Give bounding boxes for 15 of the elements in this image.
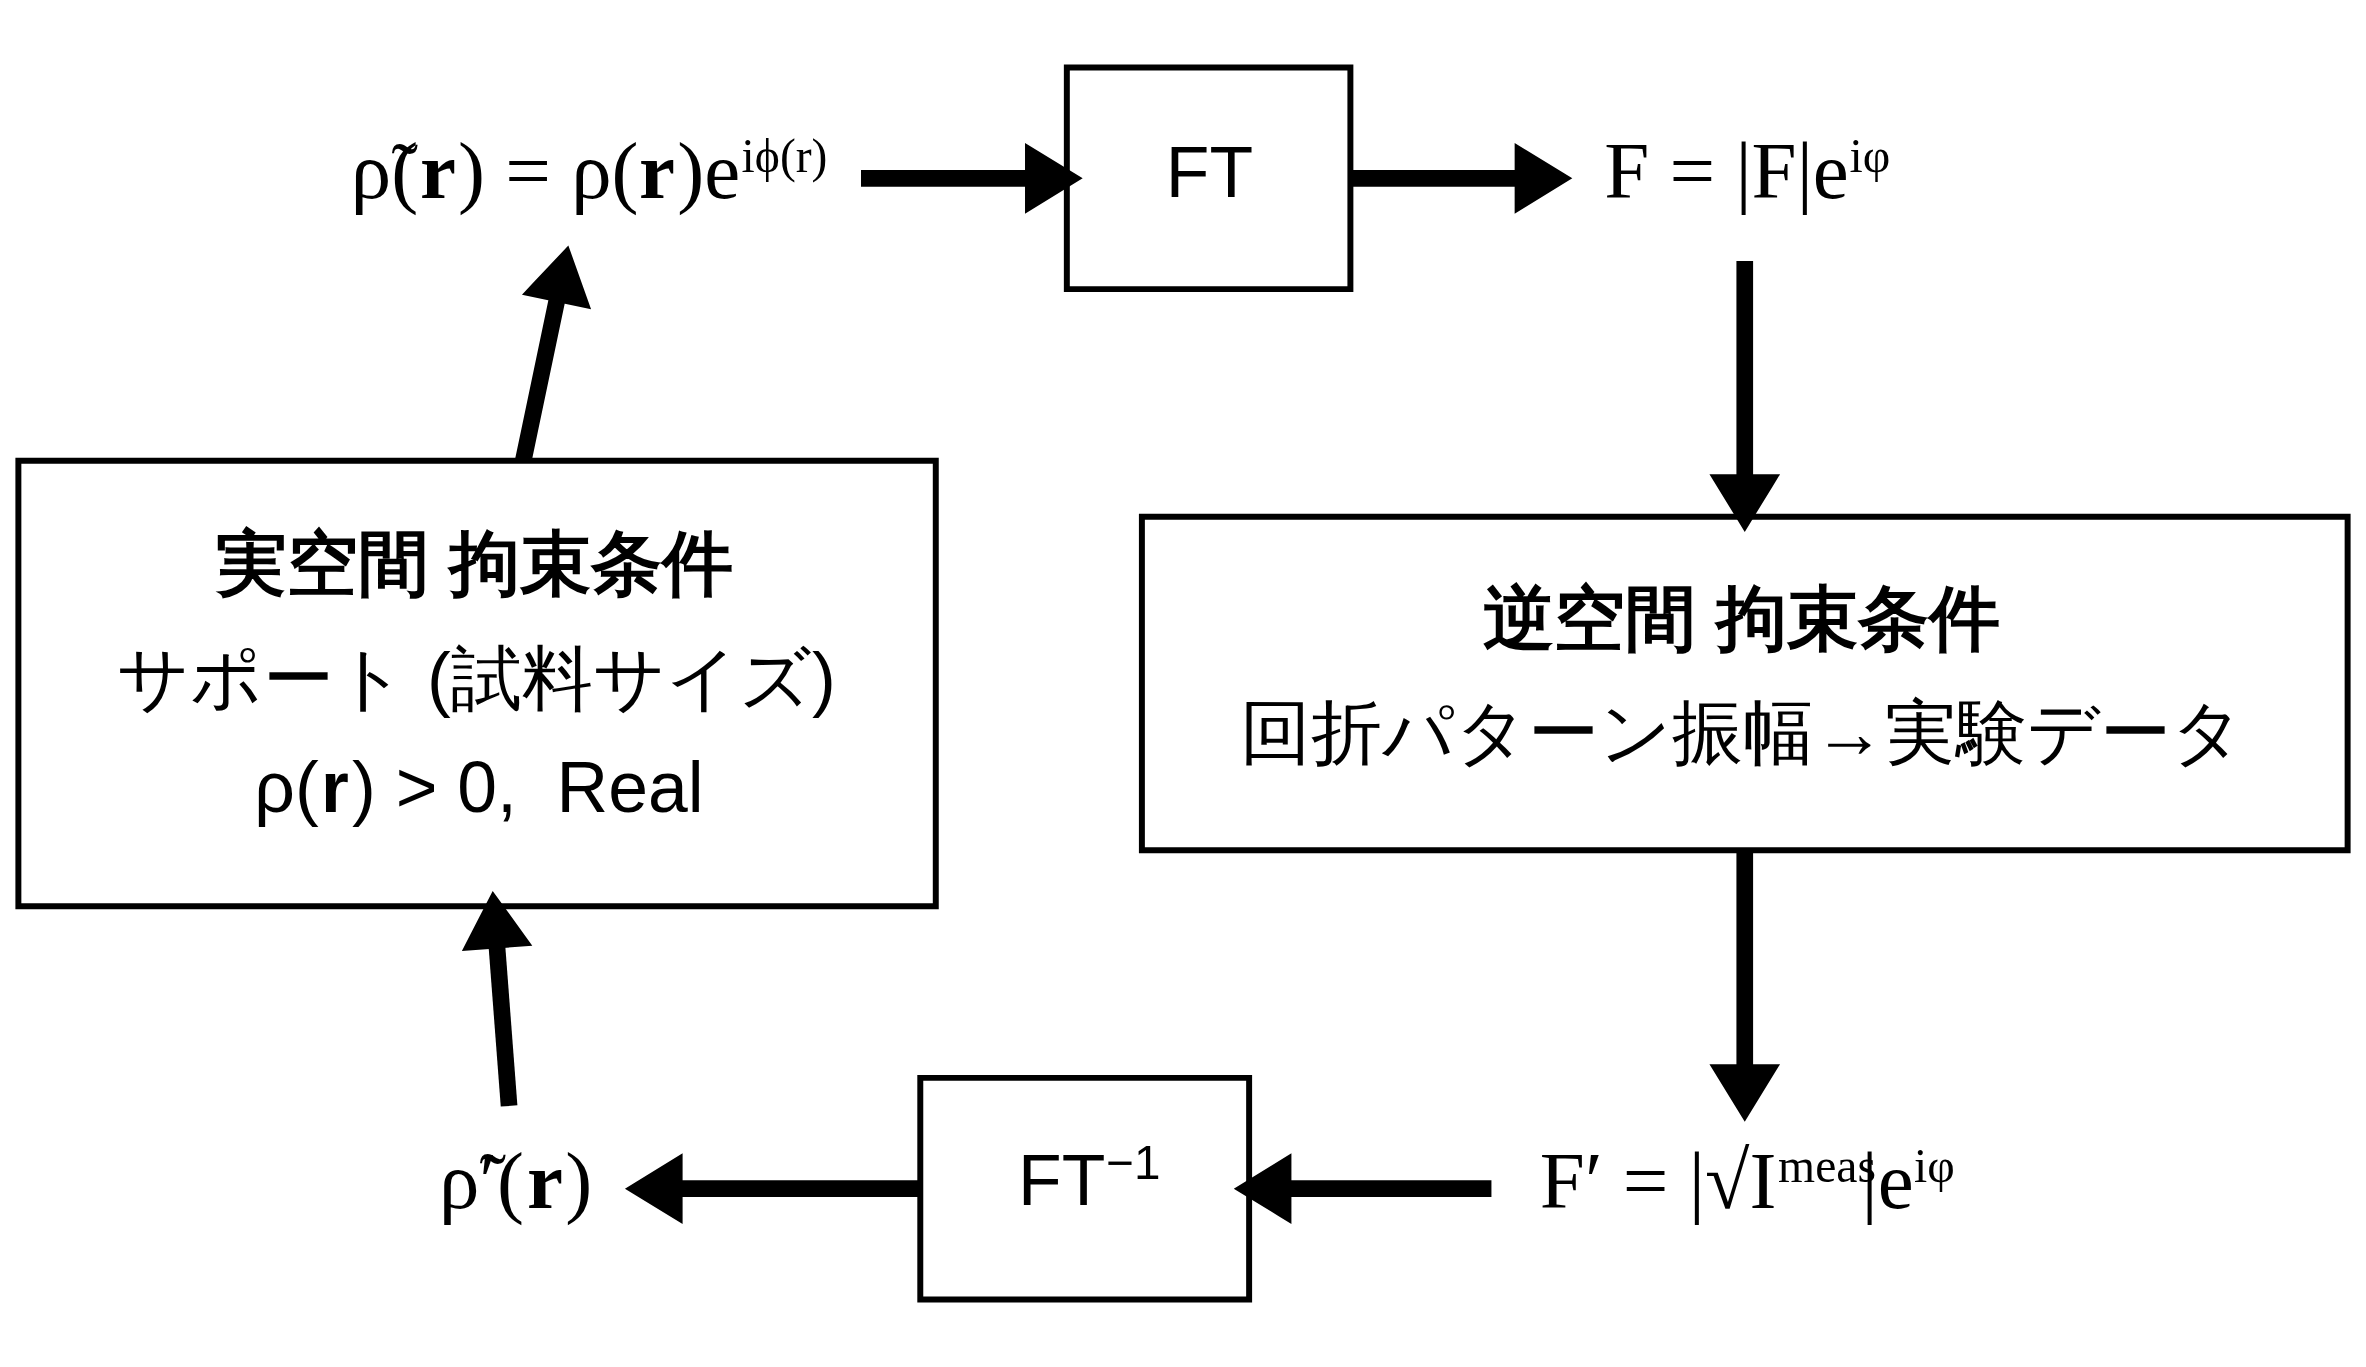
node-text: ρ̃(r) = ρ(r)e$^{iϕ(r)}$: [350, 125, 828, 216]
arrow: [861, 143, 1083, 214]
node-text: ρ̃′(r): [438, 1136, 593, 1227]
node-text: F′ = |√I$^{meas}$|e$^{iφ}$: [1539, 1136, 1955, 1227]
arrow: [624, 1153, 920, 1224]
node-box: 実空間 拘束条件 サポート (試料サイズ) ρ(r) > 0, Real: [15, 457, 939, 910]
arrow: [461, 890, 533, 1107]
arrow: [1709, 850, 1781, 1122]
node-text: F = |F|e$^{iφ}$: [1604, 125, 1891, 216]
arrow: [1233, 1153, 1492, 1224]
arrow: [1709, 261, 1781, 532]
node-box: FT: [1063, 64, 1354, 293]
node-box: FT$^{−1}$: [917, 1074, 1253, 1303]
arrow: [1351, 143, 1573, 214]
node-box: 逆空間 拘束条件 回折パターン振幅→実験データ: [1138, 513, 2351, 854]
